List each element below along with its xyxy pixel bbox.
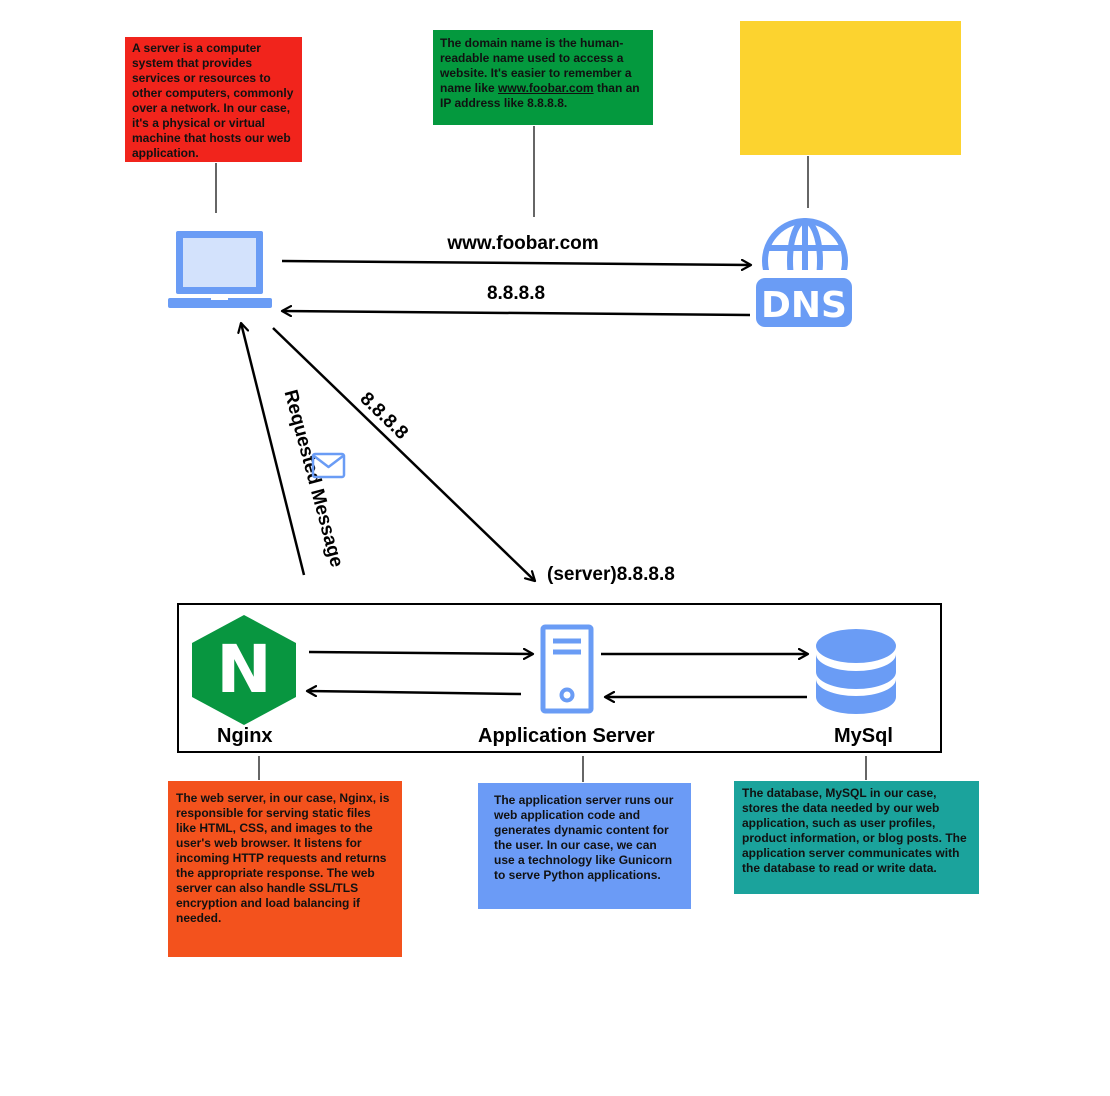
envelope-icon	[311, 452, 346, 479]
nginx-label: Nginx	[217, 725, 273, 747]
dns-globe-icon: DNS	[756, 218, 852, 327]
domain-request-label: www.foobar.com	[446, 233, 598, 254]
domain-note-link[interactable]: www.foobar.com	[498, 81, 594, 95]
server-group-box	[177, 603, 942, 753]
database-icon	[816, 629, 896, 714]
server-tower-icon	[540, 624, 594, 714]
app-server-note: The application server runs our web appl…	[478, 783, 691, 909]
web-server-note-text: The web server, in our case, Nginx, is r…	[176, 791, 390, 925]
app-server-label: Application Server	[478, 725, 655, 747]
domain-note-text-before: The domain name is the human-readable na…	[440, 36, 632, 95]
dns-note	[740, 21, 961, 155]
server-note-text: A server is a computer system that provi…	[132, 41, 294, 160]
nginx-to-app-arrow	[308, 652, 533, 654]
domain-note-text-after: than an IP address like 8.8.8.8.	[440, 81, 640, 110]
database-note: The database, MySQL in our case, stores …	[734, 781, 979, 894]
server-ip-label: (server)8.8.8.8	[547, 564, 675, 585]
web-server-note: The web server, in our case, Nginx, is r…	[168, 781, 402, 957]
domain-request-arrow	[281, 261, 751, 265]
domain-name-note: The domain name is the human-readable na…	[433, 30, 653, 125]
database-note-text: The database, MySQL in our case, stores …	[742, 786, 967, 875]
nginx-logo-icon: N	[192, 615, 296, 725]
laptop-icon	[168, 231, 272, 308]
dns-response-label: 8.8.8.8	[487, 283, 545, 304]
app-to-nginx-arrow	[307, 691, 522, 694]
server-definition-note: A server is a computer system that provi…	[125, 37, 302, 162]
mysql-label: MySql	[834, 725, 893, 747]
dns-icon-text: DNS	[761, 285, 847, 326]
response-arrow	[241, 323, 306, 576]
nginx-icon-text: N	[216, 631, 271, 708]
dns-response-arrow	[282, 311, 751, 315]
response-label: Requested Message	[280, 388, 348, 570]
app-server-note-text: The application server runs our web appl…	[494, 793, 674, 882]
server-request-arrow	[272, 327, 535, 581]
